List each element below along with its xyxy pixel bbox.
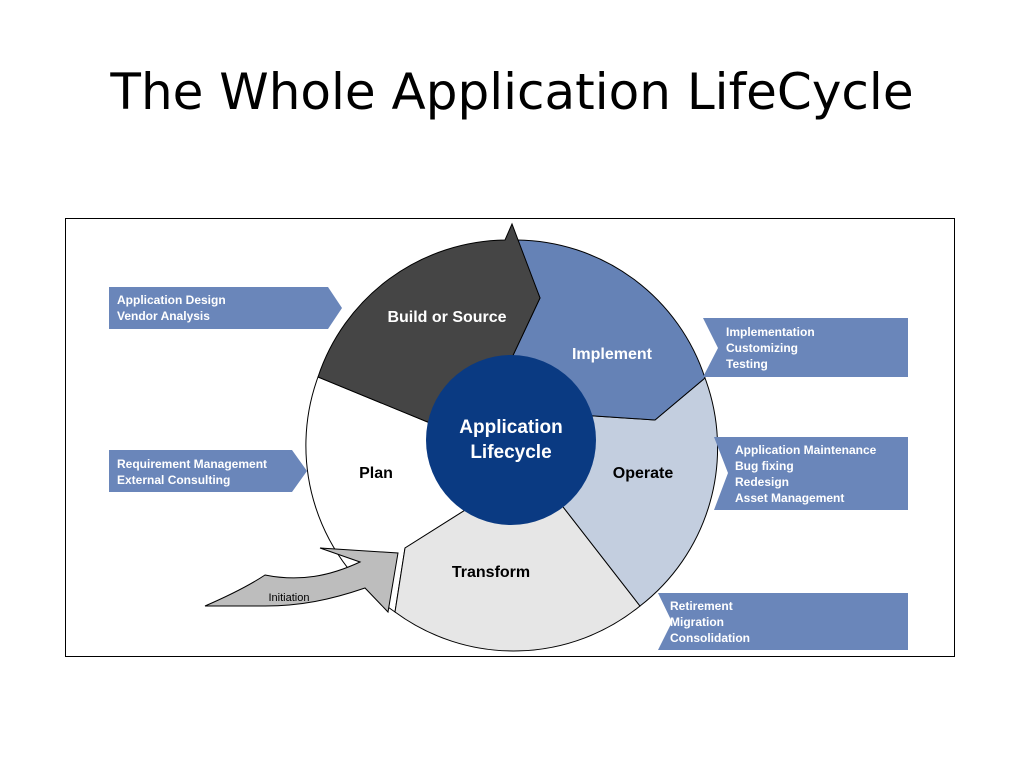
callout-implementation-line-1: Implementation — [726, 325, 815, 339]
center-hub — [426, 355, 596, 525]
callout-maintenance: Application Maintenance Bug fixing Redes… — [714, 437, 908, 510]
callout-retirement: Retirement Migration Consolidation — [658, 593, 908, 650]
callout-maintenance-line-2: Bug fixing — [735, 459, 794, 473]
callout-implementation-line-3: Testing — [726, 357, 768, 371]
callout-design-shape — [109, 287, 342, 329]
callout-implementation-shape — [703, 318, 908, 377]
callout-requirements: Requirement Management External Consulti… — [109, 450, 307, 492]
callout-requirements-line-2: External Consulting — [117, 473, 230, 487]
callout-maintenance-shape — [714, 437, 908, 510]
callout-retirement-line-2: Migration — [670, 615, 724, 629]
center-label-line-2: Lifecycle — [470, 442, 551, 463]
callout-retirement-line-3: Consolidation — [670, 631, 750, 645]
callout-implementation: Implementation Customizing Testing — [703, 318, 908, 377]
callout-requirements-shape — [109, 450, 307, 492]
callout-implementation-line-2: Customizing — [726, 341, 798, 355]
callout-maintenance-line-1: Application Maintenance — [735, 443, 877, 457]
callout-requirements-line-1: Requirement Management — [117, 457, 267, 471]
callout-design-line-1: Application Design — [117, 293, 226, 307]
callout-design: Application Design Vendor Analysis — [109, 287, 342, 329]
phase-label-build: Build or Source — [387, 309, 506, 326]
initiation-arrow — [204, 547, 399, 614]
slide-title: The Whole Application LifeCycle — [110, 63, 914, 121]
callout-retirement-shape — [658, 593, 908, 650]
callout-maintenance-line-4: Asset Management — [735, 491, 844, 505]
center-label-line-1: Application — [459, 417, 562, 438]
phase-label-transform: Transform — [452, 564, 530, 581]
callout-retirement-line-1: Retirement — [670, 599, 733, 613]
callout-design-line-2: Vendor Analysis — [117, 309, 210, 323]
phase-label-operate: Operate — [613, 465, 674, 482]
callout-maintenance-line-3: Redesign — [735, 475, 789, 489]
phase-label-plan: Plan — [359, 465, 393, 482]
phase-label-implement: Implement — [572, 346, 653, 363]
initiation-label: Initiation — [269, 592, 310, 604]
